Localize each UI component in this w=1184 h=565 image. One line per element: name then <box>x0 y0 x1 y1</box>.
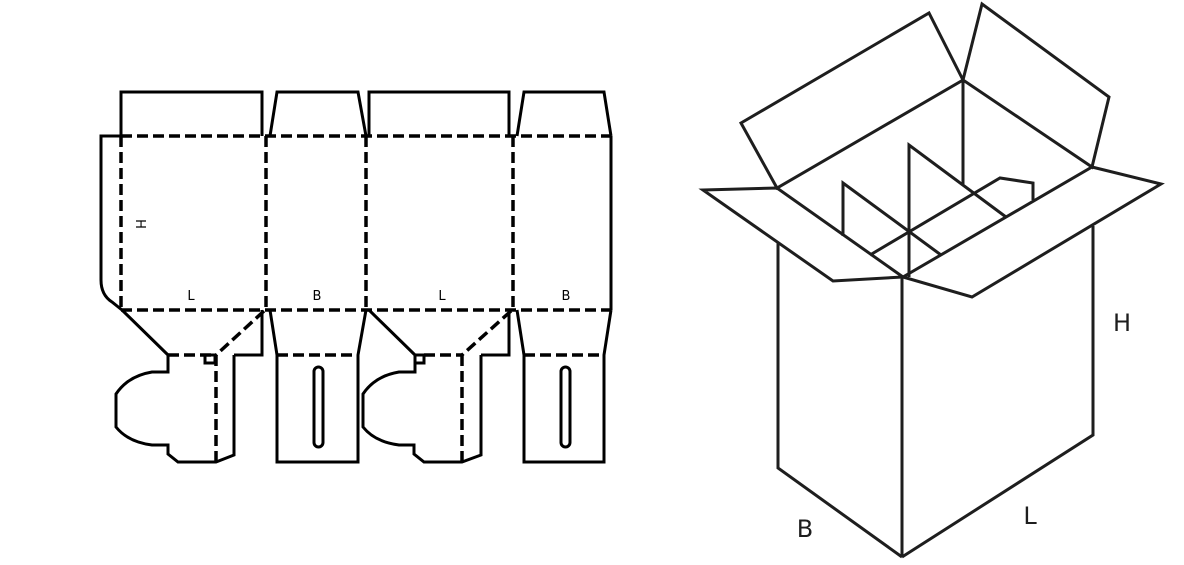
box-3d: H B L <box>698 1 1165 559</box>
box-label-width: B <box>797 515 813 543</box>
bottom-b2-outline <box>515 309 613 464</box>
top-flap-l2 <box>367 90 511 136</box>
dieline-label-b1: B <box>313 289 322 304</box>
box-right-face <box>901 226 1095 559</box>
bottom-l1-crease-diag <box>214 309 266 357</box>
bottom-l2-diagonal <box>367 308 417 357</box>
dieline-label-b2: B <box>562 289 571 304</box>
top-flap-b2 <box>515 90 613 137</box>
hand-slot-2 <box>559 365 572 449</box>
box-label-length: L <box>1023 502 1037 530</box>
top-flap-l1 <box>119 90 264 136</box>
box-flap-front-left <box>698 186 908 283</box>
dieline-label-l2: L <box>438 289 446 304</box>
box-flap-front-right <box>899 165 1165 299</box>
box-divider-center <box>907 142 1007 277</box>
bottom-l2-crease-diag <box>460 309 513 357</box>
bottom-l1-lock-tab <box>114 355 236 464</box>
hand-slot-1 <box>312 365 325 449</box>
bottom-l2-lock-tab <box>361 355 483 464</box>
bottom-l1-diagonal <box>120 308 170 357</box>
box-label-height: H <box>1113 309 1131 337</box>
bottom-l2-notch <box>413 353 426 365</box>
bottom-b1-outline <box>268 309 368 464</box>
box-divider-long <box>869 176 1035 257</box>
bottom-l1-edge <box>234 310 264 357</box>
glue-flap <box>99 134 123 312</box>
dieline-label-l1: L <box>187 289 195 304</box>
dieline-label-height: H <box>132 219 147 229</box>
dieline: H L B L B <box>99 90 613 464</box>
top-flap-b1 <box>268 90 368 137</box>
box-flap-back-right <box>961 1 1111 170</box>
bottom-l2-edge <box>481 310 511 357</box>
box-left-face <box>776 242 903 559</box>
